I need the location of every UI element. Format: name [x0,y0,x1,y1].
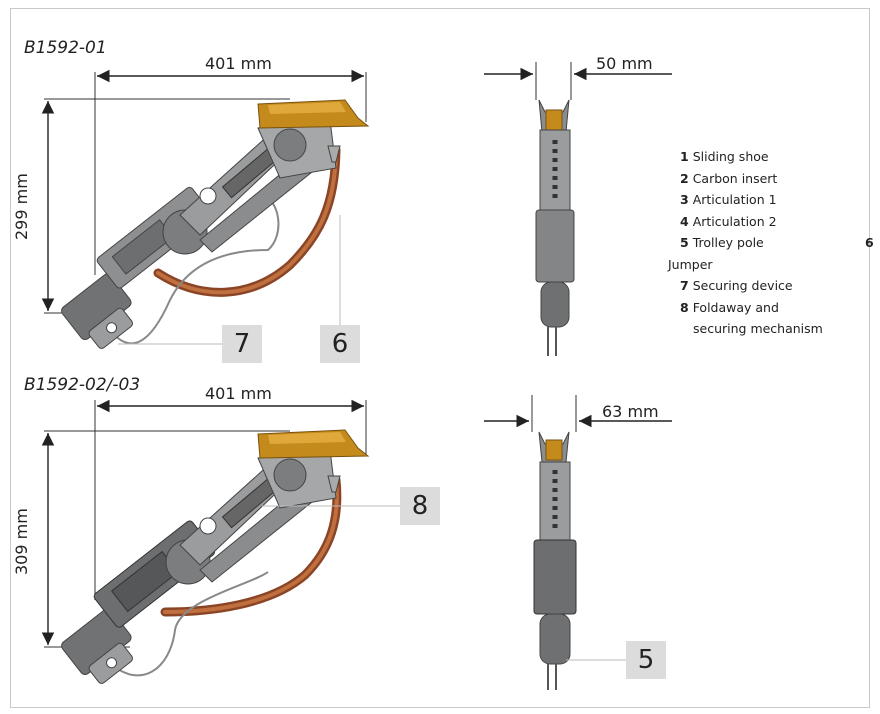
top-securing-wire [109,194,280,345]
top-assembly [41,62,672,356]
bottom-shoe-highlight [268,432,346,444]
bottom-jumper-highlight [163,478,339,614]
top-model-title: B1592-01 [24,38,107,58]
callout-7: 7 [222,325,262,363]
bottom-hole [199,517,217,535]
bottom-securing-wire [109,571,269,677]
legend-item: 1 Sliding shoe [680,149,769,164]
top-head-joint [273,128,307,162]
bottom-cable-fitting [327,475,341,493]
bottom-assembly [41,395,672,690]
top-end-width-label: 50 mm [596,54,653,73]
legend-item: 5 Trolley pole [680,235,764,250]
bottom-head-joint [273,458,307,492]
legend-item: Jumper [668,256,713,272]
callout-5: 5 [626,641,666,679]
legend-item: 3 Articulation 1 [680,192,777,207]
bottom-base-clamp [61,608,133,684]
legend-number-6: 6 [865,235,874,250]
top-hole [199,187,217,205]
legend-item: 7 Securing device [680,278,793,293]
diagram-frame [10,8,870,708]
callout-6: 6 [320,325,360,363]
bottom-model-title: B1592-02/-03 [24,375,141,395]
legend-item: 2 Carbon insert [680,170,778,186]
legend-item: 4 Articulation 2 [680,213,777,229]
top-base-clamp [61,273,133,349]
parts-legend: 1 Sliding shoe 2 Carbon insert 3 Articul… [668,146,874,340]
bottom-height-label: 309 mm [12,508,31,575]
bottom-width-label: 401 mm [205,384,272,403]
bottom-end-width-label: 63 mm [602,402,659,421]
top-end-view [535,99,575,356]
top-jumper-highlight [156,148,338,295]
top-width-label: 401 mm [205,54,272,73]
legend-item-continuation: securing mechanism [693,321,823,336]
bottom-end-view [533,431,577,690]
top-shoe-highlight [268,102,346,114]
legend-item: 8 Foldaway and [680,299,779,315]
callout-8: 8 [400,487,440,525]
top-cable-fitting [327,145,341,163]
top-height-label: 299 mm [12,173,31,240]
